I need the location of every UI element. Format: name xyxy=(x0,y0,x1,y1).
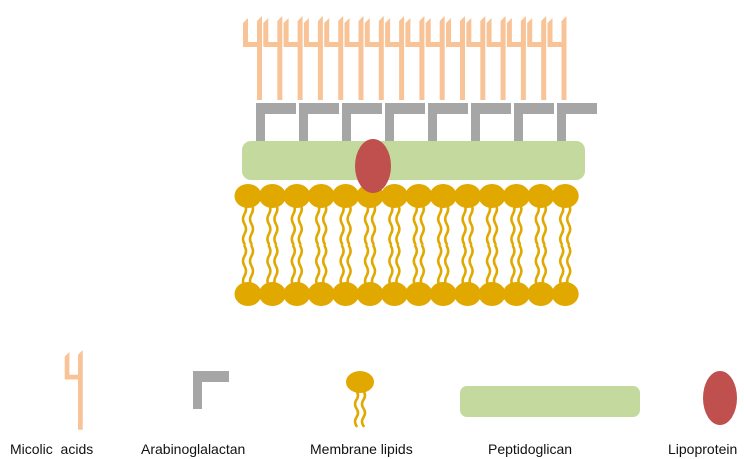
micolic-acid xyxy=(405,16,424,100)
lipid-tail-glyph xyxy=(355,391,358,426)
micolic-acid xyxy=(446,16,465,100)
lipid-head-inner xyxy=(357,282,384,306)
arabinogalactan xyxy=(514,103,554,142)
legend-label-membrane-lipids: Membrane lipids xyxy=(310,441,413,457)
arabinogalactan xyxy=(256,103,296,142)
lipid-tail-pair xyxy=(316,204,326,286)
arabinogalactan-icon xyxy=(193,371,229,409)
membrane-lipid-icon xyxy=(346,371,374,426)
lipid-head-outer xyxy=(503,184,530,208)
arabinogalactan xyxy=(342,103,382,142)
lipid-heads-inner-leaflet xyxy=(235,282,579,306)
lipid-tail-pair xyxy=(511,204,521,286)
micolic-acid xyxy=(365,16,384,100)
lipid-tails-layer xyxy=(243,204,570,286)
micolic-acid xyxy=(324,16,343,100)
micolic-acid xyxy=(345,16,364,100)
micolic-acid-layer xyxy=(243,16,567,100)
lipid-head-inner xyxy=(235,282,262,306)
arabinogalactan-layer xyxy=(256,103,597,142)
lipoprotein xyxy=(355,139,391,193)
lipid-head-outer xyxy=(430,184,457,208)
lipid-head-outer xyxy=(308,184,335,208)
arabinogalactan xyxy=(471,103,511,142)
lipid-tail-glyph xyxy=(362,391,365,426)
arabinogalactan xyxy=(299,103,339,142)
micolic-acid-glyph xyxy=(65,350,83,430)
lipid-tail-pair xyxy=(267,204,277,286)
peptidoglycan-icon xyxy=(460,386,640,417)
lipid-head-inner xyxy=(503,282,530,306)
micolic-acid xyxy=(507,16,526,100)
micolic-acid xyxy=(426,16,445,100)
lipid-head-inner xyxy=(259,282,286,306)
lipid-head-outer xyxy=(405,184,432,208)
legend-label-peptidoglycan: Peptidoglican xyxy=(488,441,572,457)
lipid-head-outer xyxy=(283,184,310,208)
lipid-head-inner xyxy=(454,282,481,306)
lipid-tail-pair xyxy=(487,204,497,286)
micolic-acid xyxy=(385,16,404,100)
lipid-head-glyph xyxy=(346,371,374,393)
lipid-head-inner xyxy=(430,282,457,306)
lipid-tail-pair xyxy=(365,204,375,286)
lipid-heads-outer-leaflet xyxy=(235,184,579,208)
lipid-tail-pair xyxy=(560,204,570,286)
micolic-acid xyxy=(466,16,485,100)
lipid-tail-pair xyxy=(463,204,473,286)
lipid-head-inner xyxy=(308,282,335,306)
arabinogalactan-stem xyxy=(193,371,202,409)
micolic-acid-icon xyxy=(65,350,83,430)
lipid-head-inner xyxy=(552,282,579,306)
arabinogalactan xyxy=(428,103,468,142)
lipid-head-outer xyxy=(259,184,286,208)
lipid-tail-pair xyxy=(414,204,424,286)
legend-label-arabinogalactan: Arabinoglalactan xyxy=(141,441,245,457)
lipid-head-outer xyxy=(332,184,359,208)
lipid-head-inner xyxy=(332,282,359,306)
micolic-acid xyxy=(263,16,282,100)
micolic-acid xyxy=(548,16,567,100)
lipid-head-outer xyxy=(454,184,481,208)
lipid-head-inner xyxy=(405,282,432,306)
lipid-tail-pair xyxy=(438,204,448,286)
micolic-acid xyxy=(487,16,506,100)
micolic-acid xyxy=(243,16,262,100)
lipid-head-outer xyxy=(381,184,408,208)
lipid-tail-pair xyxy=(536,204,546,286)
lipoprotein-icon xyxy=(703,371,737,425)
lipid-head-outer xyxy=(552,184,579,208)
micolic-acid xyxy=(527,16,546,100)
lipid-tail-pair xyxy=(243,204,253,286)
micolic-acid xyxy=(304,16,323,100)
micolic-acid xyxy=(284,16,303,100)
peptidoglycan-layer xyxy=(242,141,585,180)
lipid-head-inner xyxy=(479,282,506,306)
lipid-head-outer xyxy=(235,184,262,208)
arabinogalactan xyxy=(557,103,597,142)
lipid-tail-pair xyxy=(341,204,351,286)
arabinogalactan xyxy=(385,103,425,142)
lipid-head-outer xyxy=(527,184,554,208)
lipid-head-inner xyxy=(381,282,408,306)
lipid-head-inner xyxy=(527,282,554,306)
lipid-tail-pair xyxy=(389,204,399,286)
lipid-tail-pair xyxy=(292,204,302,286)
lipid-head-inner xyxy=(283,282,310,306)
legend-label-micolic-acids: Micolic acids xyxy=(10,441,93,457)
lipid-head-outer xyxy=(479,184,506,208)
legend-label-lipoprotein: Lipoprotein xyxy=(668,441,737,457)
